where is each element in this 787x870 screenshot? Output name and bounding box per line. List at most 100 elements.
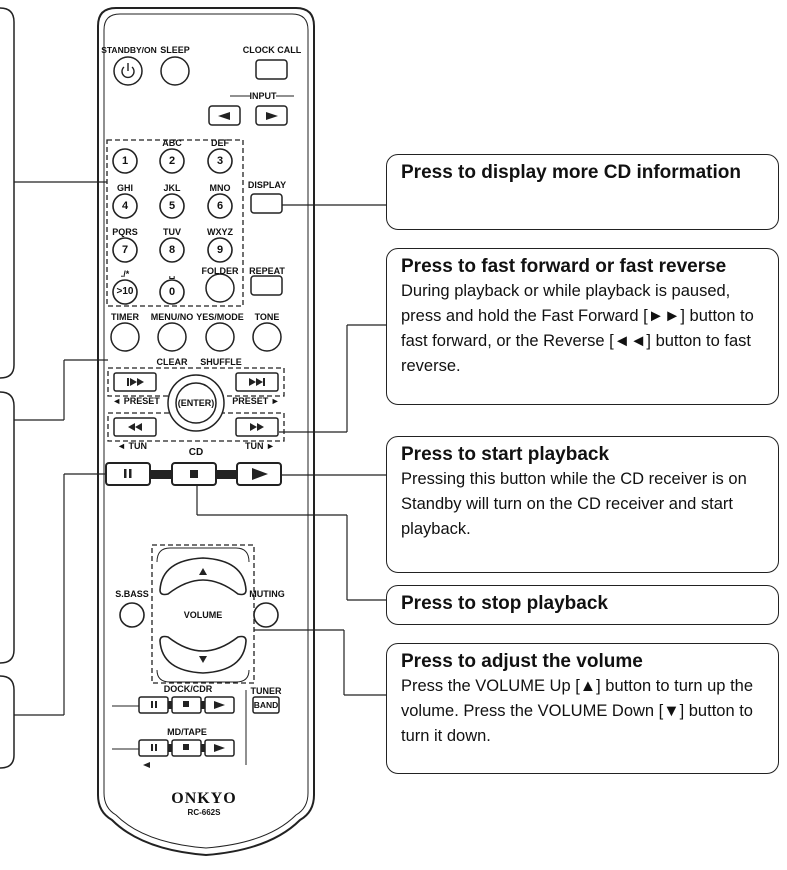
callout-play-title: Press to start playback: [401, 444, 610, 465]
enter-label: (ENTER): [177, 398, 215, 408]
tun-left-label: ◄ TUN: [117, 441, 147, 451]
key-3-letters: DEF: [211, 138, 229, 148]
key-0-num: 0: [168, 286, 176, 298]
leader-lines: [14, 181, 386, 716]
key-4-num: 4: [121, 200, 129, 212]
key-3-num: 3: [216, 155, 224, 167]
s-bass-label: S.BASS: [115, 589, 149, 599]
key-6[interactable]: [207, 193, 233, 219]
key-7[interactable]: [112, 237, 138, 263]
sleep-button[interactable]: [160, 56, 190, 86]
key-8-letters: TUV: [163, 227, 181, 237]
remote-body: [97, 7, 315, 857]
clock-call-button[interactable]: [255, 59, 288, 80]
skip-forward-icon: [249, 378, 265, 386]
left-callout-edge-3: [0, 675, 15, 769]
fast-forward-icon: [250, 423, 264, 431]
key-1[interactable]: [112, 148, 138, 174]
input-left-arrow-icon: [218, 112, 230, 120]
volume-down-button[interactable]: [159, 635, 247, 674]
tone-label: TONE: [254, 312, 280, 322]
repeat-button[interactable]: [250, 275, 283, 296]
callout-volume: Press to adjust the volume Press the VOL…: [386, 643, 779, 774]
callout-play: Press to start playback Pressing this bu…: [386, 436, 779, 573]
clock-call-label: CLOCK CALL: [242, 45, 302, 55]
shuffle-label: SHUFFLE: [200, 357, 242, 367]
brand-logo: ONKYO: [171, 790, 237, 807]
menu-no-button[interactable]: [157, 322, 187, 352]
volume-label: VOLUME: [183, 610, 223, 620]
sleep-label: SLEEP: [160, 45, 190, 55]
dock-pause-button[interactable]: [138, 696, 169, 714]
callout-fast-body: During playback or while playback is pau…: [401, 282, 754, 375]
yes-mode-label: YES/MODE: [196, 312, 244, 322]
dock-cdr-label: DOCK/CDR: [163, 684, 213, 694]
key-0-letters: ␣: [168, 269, 176, 279]
enter-button[interactable]: [175, 382, 217, 424]
folder-button[interactable]: [205, 273, 235, 303]
key-5-letters: JKL: [163, 183, 181, 193]
power-icon: [121, 63, 135, 79]
input-label: INPUT: [249, 91, 277, 101]
key-7-letters: PQRS: [112, 227, 138, 237]
volume-down-icon: [199, 656, 207, 663]
pause-icon: [124, 469, 132, 478]
folder-label: FOLDER: [201, 266, 239, 276]
cd-pause-button[interactable]: [105, 462, 151, 486]
clear-label: CLEAR: [156, 357, 188, 367]
tun-right-label: TUN ►: [245, 441, 275, 451]
input-right-arrow-icon: [266, 112, 278, 120]
cd-label: CD: [188, 447, 204, 458]
key-10plus-letters: ./*: [120, 269, 130, 279]
callout-display: Press to display more CD information: [386, 154, 779, 230]
key-9-num: 9: [216, 244, 224, 256]
key-2-letters: ABC: [162, 138, 182, 148]
key-9[interactable]: [207, 237, 233, 263]
key-10plus[interactable]: [112, 279, 138, 305]
key-8-num: 8: [168, 244, 176, 256]
key-5-num: 5: [168, 200, 176, 212]
callout-stop-title: Press to stop playback: [401, 593, 608, 614]
skip-back-icon: [127, 378, 144, 386]
preset-right-label: PRESET ►: [232, 396, 280, 406]
band-button[interactable]: [252, 696, 280, 714]
left-callout-edge-2: [0, 391, 15, 664]
yes-mode-button[interactable]: [205, 322, 235, 352]
menu-no-label: MENU/NO: [150, 312, 194, 322]
timer-button[interactable]: [110, 322, 140, 352]
s-bass-button[interactable]: [119, 602, 145, 628]
display-button[interactable]: [250, 193, 283, 214]
key-0[interactable]: [159, 279, 185, 305]
key-4-letters: GHI: [116, 183, 133, 193]
muting-button[interactable]: [253, 602, 279, 628]
callout-display-title: Press to display more CD information: [401, 162, 741, 183]
preset-left-label: ◄ PRESET: [112, 396, 160, 406]
callout-fast: Press to fast forward or fast reverse Du…: [386, 248, 779, 405]
callout-play-body: Pressing this button while the CD receiv…: [401, 470, 747, 538]
stop-icon: [190, 470, 198, 478]
key-3[interactable]: [207, 148, 233, 174]
remote-body-inner: [103, 13, 309, 849]
tone-button[interactable]: [252, 322, 282, 352]
display-label: DISPLAY: [247, 180, 287, 190]
key-8[interactable]: [159, 237, 185, 263]
tuner-label: TUNER: [250, 686, 282, 696]
key-4[interactable]: [112, 193, 138, 219]
left-callout-edge-1: [0, 7, 15, 379]
key-9-letters: WXYZ: [207, 227, 233, 237]
key-5[interactable]: [159, 193, 185, 219]
keypad: [112, 148, 233, 305]
callout-stop: Press to stop playback: [386, 585, 779, 625]
md-pause-button[interactable]: [138, 739, 169, 757]
key-2[interactable]: [159, 148, 185, 174]
repeat-label: REPEAT: [249, 266, 285, 276]
muting-label: MUTING: [249, 589, 285, 599]
standby-label: STANDBY/ON: [101, 45, 157, 55]
timer-label: TIMER: [111, 312, 139, 322]
model-label: RC-662S: [187, 808, 221, 817]
key-7-num: 7: [121, 244, 129, 256]
volume-up-button[interactable]: [159, 557, 247, 596]
key-2-num: 2: [168, 155, 176, 167]
callout-volume-body: Press the VOLUME Up [▲] button to turn u…: [401, 677, 754, 745]
